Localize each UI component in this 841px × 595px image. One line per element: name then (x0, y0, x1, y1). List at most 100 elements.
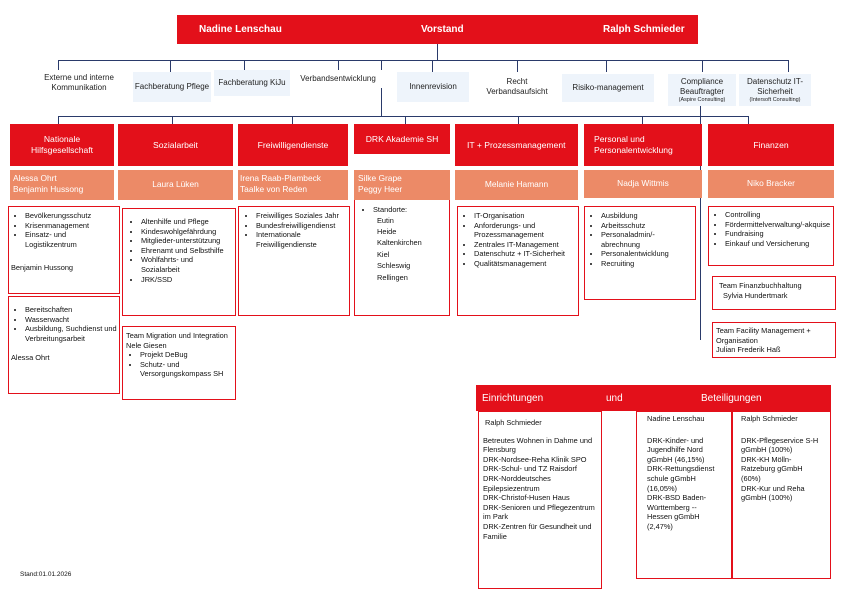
list-item: Standorte: (373, 205, 445, 215)
list-item: Personalentwicklung (601, 249, 693, 259)
list-item: Datenschutz + IT-Sicherheit (474, 249, 576, 259)
division-lead-it: Melanie Hamann (455, 170, 578, 200)
task-box-nationale-1: Bevölkerungsschutz Krisenmanagement Eins… (8, 206, 120, 294)
einrichtung-item: DRK-Norddeutsches Epilepsiezentrum (483, 473, 551, 493)
div-drop-4 (405, 116, 406, 124)
beteiligung-item: DRK-BSD Baden-Württemberg -- Hessen gGmb… (647, 493, 707, 531)
staff-drop-4 (338, 60, 339, 72)
board-member-right: Ralph Schmieder (603, 24, 685, 35)
box-person: Alessa Ohrt (11, 353, 50, 363)
list-item: Schutz- und Versorgungskompass SH (140, 360, 232, 379)
beteiligung-item: DRK-Pflegeservice S-H gGmbH (100%) (741, 435, 819, 455)
div-drop-7 (748, 116, 749, 124)
task-box-sozialarbeit-1: Altenhilfe und Pflege Kindeswohlgefährdu… (122, 208, 236, 316)
staff-drop-1 (58, 60, 59, 72)
box-person: Ralph Schmieder (741, 414, 798, 423)
team-box-finanzbuchhaltung: Team Finanzbuchhaltung Sylvia Hundertmar… (712, 276, 836, 310)
list-item: Mitglieder-unterstützung (141, 236, 231, 246)
division-header-akademie: DRK Akademie SH (354, 124, 450, 154)
div-drop-2 (172, 116, 173, 124)
list-item: Controlling (725, 210, 831, 220)
finanzen-side-line (700, 100, 701, 340)
box-person: Nele Giesen (126, 340, 167, 350)
participations-header: Einrichtungen und Beteiligungen (476, 385, 831, 411)
list-item: Personaladmin/-abrechnung (601, 230, 693, 249)
division-header-freiwilligendienste: Freiwilligendienste (238, 124, 348, 166)
division-header-personal: Personal und Personalentwicklung (584, 124, 702, 166)
list-item: Bereitschaften (25, 305, 117, 315)
list-item: IT-Organisation (474, 211, 576, 221)
list-item: Ehrenamt und Selbsthilfe (141, 246, 231, 256)
location-item: Rellingen (377, 272, 408, 282)
datenschutz-label: Datenschutz IT-Sicherheit (746, 76, 804, 96)
beteiligungen-box-right: Ralph Schmieder DRK-Pflegeservice S-H gG… (732, 411, 831, 579)
beteiligungen-box-left: Nadine Lenschau DRK-Kinder- und Jugendhi… (636, 411, 732, 579)
board-member-left: Nadine Lenschau (199, 24, 282, 35)
division-title: Personal und Personalentwicklung (594, 134, 673, 155)
list-item: Zentrales IT-Management (474, 240, 576, 250)
location-item: Eutin (377, 215, 394, 225)
staff-risikomanagement: Risiko-management (562, 74, 654, 102)
list-item: Qualitätsmanagement (474, 259, 576, 269)
datenschutz-provider: (Intersoft Consulting) (749, 96, 801, 103)
team-title: Team Migration und Integration (126, 331, 228, 340)
list-item: Einsatz- und Logistikzentrum (25, 230, 117, 249)
division-title: IT + Prozessmanagement (467, 139, 566, 150)
einrichtung-item: DRK-Zentren für Gesundheit und Familie (483, 521, 592, 541)
division-lead-sozialarbeit: Laura Lüken (118, 170, 233, 200)
board-title: Vorstand (421, 24, 464, 35)
staff-fachberatung-pflege: Fachberatung Pflege (133, 72, 211, 102)
einrichtungen-box: Ralph Schmieder Betreutes Wohnen in Dahm… (478, 411, 602, 589)
staff-drop-7 (606, 60, 607, 72)
division-lead-freiwilligendienste: Irena Raab-Plambeck Taalke von Reden (238, 170, 348, 200)
list-item: Krisenmanagement (25, 221, 117, 231)
location-item: Heide (377, 227, 397, 236)
task-box-akademie: Standorte: Eutin Heide Kaltenkirchen Kie… (354, 200, 450, 316)
beteiligung-item: DRK-Kur und Reha gGmbH (100%) (741, 483, 805, 503)
compliance-label: Compliance Beauftragter (679, 76, 725, 96)
board-header: Nadine Lenschau Vorstand Ralph Schmieder (177, 15, 698, 44)
division-header-nationale-hilfsgesellschaft: Nationale Hilfsgesellschaft (10, 124, 114, 166)
staff-drop-3 (244, 60, 245, 72)
list-item: Fördermittelverwaltung/-akquise (725, 220, 831, 230)
staff-innenrevision: Innenrevision (397, 72, 469, 102)
einrichtung-item: DRK-Nordsee-Reha Klinik SPO (483, 454, 587, 464)
div-drop-3 (292, 116, 293, 124)
list-item: JRK/SSD (141, 275, 231, 285)
division-header-finanzen: Finanzen (708, 124, 834, 166)
list-item: Ausbildung, Suchdienst und Verbreitungsa… (25, 324, 117, 343)
list-item: Bundesfreiwilligendienst (256, 221, 346, 231)
team-box-facility: Team Facility Management + Organisation … (712, 322, 836, 358)
box-person: Nadine Lenschau (647, 414, 705, 423)
list-item: Anforderungs- und Prozessmanagement (474, 221, 576, 240)
list-item: Einkauf und Versicherung (725, 239, 831, 249)
list-item: Projekt DeBug (140, 350, 232, 360)
div-drop-6 (642, 116, 643, 124)
staff-drop-2 (170, 60, 171, 72)
location-item: Kaltenkirchen (377, 238, 422, 248)
beteiligungen-title: Beteiligungen (701, 393, 762, 404)
list-item: Wohlfahrts- und Sozialarbeit (141, 255, 231, 274)
einrichtung-item: Betreutes Wohnen in Dahme und Flensburg (483, 435, 593, 455)
division-header-it: IT + Prozessmanagement (455, 124, 578, 166)
list-item: Altenhilfe und Pflege (141, 217, 231, 227)
task-box-it: IT-Organisation Anforderungs- und Prozes… (457, 206, 579, 316)
list-item: Internationale Freiwilligendienste (256, 230, 346, 249)
division-header-sozialarbeit: Sozialarbeit (118, 124, 233, 166)
box-person: Ralph Schmieder (485, 418, 542, 427)
division-bus-line (58, 116, 748, 117)
list-item: Kindeswohlgefährdung (141, 227, 231, 237)
task-box-freiwilligendienste: Freiwilliges Soziales Jahr Bundesfreiwil… (238, 206, 350, 316)
staff-verbandsentwicklung: Verbandsentwicklung (290, 70, 386, 88)
staff-drop-5 (432, 60, 433, 72)
box-person: Julian Frederik Haß (716, 345, 781, 355)
staff-compliance: Compliance Beauftragter (Aspire Consulti… (668, 74, 736, 106)
einrichtung-item: DRK-Christof-Husen Haus (483, 493, 570, 503)
staff-drop-9 (788, 60, 789, 72)
team-title: Team Facility Management + Organisation (716, 326, 811, 345)
staff-drop-6 (517, 60, 518, 72)
einrichtung-item: DRK-Senioren und Pflegezentrum im Park (483, 502, 595, 522)
staff-kommunikation: Externe und interne Kommunikation (31, 70, 127, 96)
division-lead-nationale-hilfsgesellschaft: Alessa Ohrt Benjamin Hussong (10, 170, 114, 200)
lead-person: Irena Raab-Plambeck (240, 173, 321, 183)
